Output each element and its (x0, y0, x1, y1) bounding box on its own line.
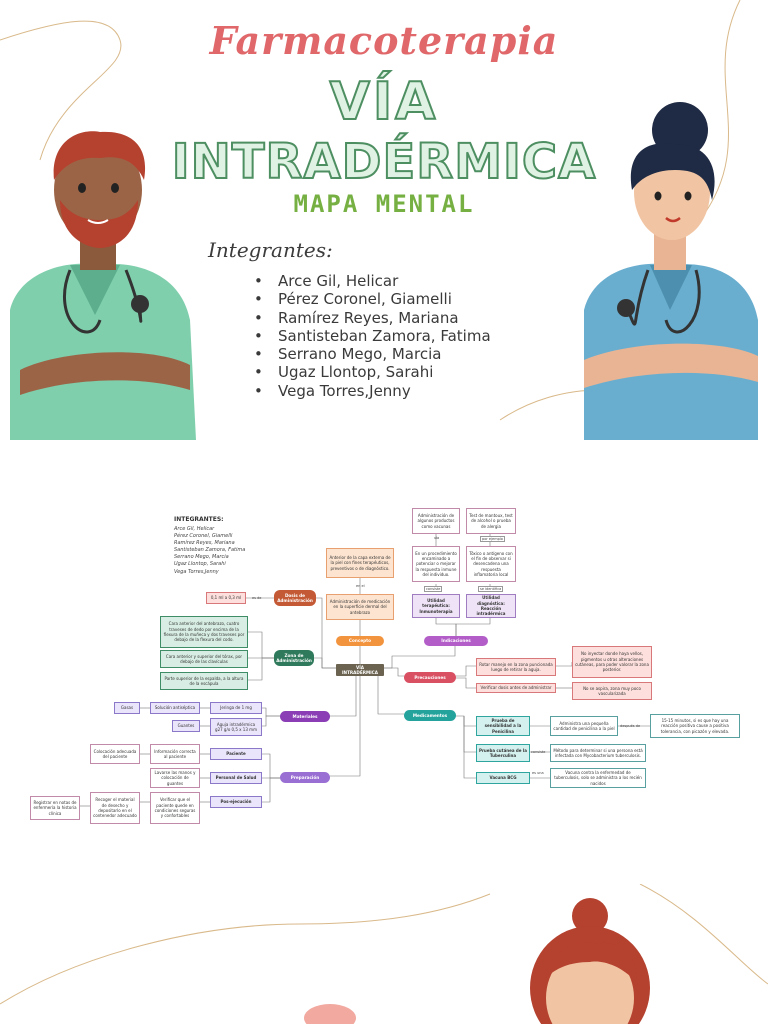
integrantes-list: Arce Gil, Helicar Pérez Coronel, Giamell… (174, 526, 245, 576)
medicamento-2-detalle: Método para determinar si una persona es… (550, 744, 646, 762)
integrante-item: Ugaz Llontop, Sarahi (174, 561, 226, 568)
subtitle: MAPA MENTAL (293, 190, 475, 218)
members-list: Arce Gil, Helicar Pérez Coronel, Giamell… (254, 272, 491, 400)
precaucion-1-detalle: No inyectar donde haya vellos, pigmentos… (572, 646, 652, 678)
decorative-lines (0, 884, 768, 1005)
next-page-preview (0, 884, 768, 1024)
precaucion-1: Rotar manejo en la zona puncionada luego… (476, 658, 556, 676)
member-item: Santisteban Zamora, Fatima (254, 327, 491, 345)
prep-paciente: Paciente (210, 748, 262, 760)
dosis-connector: es de (252, 596, 262, 600)
medicamento-1-connector: después de (620, 724, 641, 728)
preparacion-node: Preparación (280, 772, 330, 783)
material-jeringa: Jeringa de 1 mg (210, 702, 262, 714)
members-heading: Integrantes: (208, 238, 333, 262)
prep-recoger: Recoger el material de desecho y deposit… (90, 792, 140, 824)
member-item: Pérez Coronel, Giamelli (254, 290, 491, 308)
prep-personal: Personal de Salud (210, 772, 262, 784)
integrante-item: Santisteban Zamora, Fatima (174, 547, 246, 554)
center-node: VÍA INTRADÉRMICA (336, 664, 384, 676)
material-solucion: Solución antiséptica (150, 702, 200, 714)
medicamento-3-connector: es una (532, 771, 544, 775)
member-item: Ramírez Reyes, Mariana (254, 309, 491, 327)
member-item: Vega Torres,Jenny (254, 382, 491, 400)
diagnostica-text: Tóxico o antígeno con el fin de observar… (466, 546, 516, 582)
prep-lavarse: Lavarse las manos y colocación de guante… (150, 768, 200, 788)
dosis-node: Dosis de Administración (274, 590, 316, 606)
member-item: Serrano Mego, Marcia (254, 345, 491, 363)
concepto-upper: Anterior de la capa externa de la piel c… (326, 548, 394, 578)
connector-se-identifica: se identifica (478, 586, 504, 592)
nurse-illustration-partial (530, 898, 650, 1024)
concepto-text: Administración de medicación en la super… (326, 594, 394, 620)
member-item: Arce Gil, Helicar (254, 272, 491, 290)
male-nurse-illustration (10, 131, 196, 440)
precauciones-node: Precauciones (404, 672, 456, 683)
connector-via: vía (434, 536, 440, 540)
concepto-node: Concepto (336, 636, 384, 646)
material-aguja: Aguja intradérmica g27 g/o 0,5 x 13 mm (210, 718, 262, 736)
mediante-text: Administración de algunos productos como… (412, 508, 460, 534)
cover-page: Farmacoterapia VÍA INTRADÉRMICA MAPA MEN… (0, 0, 768, 440)
medicamento-2-connector: consiste (531, 750, 546, 754)
medicamento-2: Prueba cutánea de la Tuberculina (476, 744, 530, 762)
medicamentos-node: Medicamentos (404, 710, 456, 721)
title-line-1: VÍA (329, 71, 439, 133)
integrante-item: Pérez Coronel, Giamelli (174, 533, 233, 540)
medicamento-3: Vacuna BCG (476, 772, 530, 784)
mind-map-connectors (80, 534, 650, 807)
zona-node: Zona de Administración (274, 650, 314, 666)
medicamento-3-detalle: Vacuna contra la enfermedad de tuberculo… (550, 768, 646, 788)
prep-colocacion: Colocación adecuada del paciente (90, 744, 140, 764)
prep-postejecucion: Pos-ejecución (210, 796, 262, 808)
subject-title: Farmacoterapia (209, 18, 559, 63)
zona-item-2: Cara anterior y superior del tórax, por … (160, 650, 248, 668)
prep-verificar: Verificar que el paciente quede en condi… (150, 792, 200, 824)
prep-registro: Registrar en notas de enfermería la hist… (30, 796, 80, 820)
dosis-value: 0,1 ml a 0,3 ml (206, 592, 246, 604)
material-gasas: Gasas (114, 702, 140, 714)
integrante-item: Ramírez Reyes, Mariana (174, 540, 235, 547)
precaucion-2-detalle: No se aspira, zona muy poco vascularizad… (572, 682, 652, 700)
test-text: Test de mantoux, test de alcohol o prueb… (466, 508, 516, 534)
integrantes-title: INTEGRANTES: (174, 516, 224, 523)
medicamento-1-extra: 15-15 minutos, si es que hay una reacció… (650, 714, 740, 738)
indicaciones-node: Indicaciones (424, 636, 488, 646)
hand-illustration-partial (304, 1004, 356, 1024)
materiales-node: Materiales (280, 711, 330, 722)
utilidad-diagnostica: Utilidad diagnóstica: Reacción intradérm… (466, 594, 516, 618)
integrante-item: Serrano Mego, Marcia (174, 554, 229, 561)
integrante-item: Arce Gil, Helicar (174, 526, 215, 532)
medicamento-1: Prueba de sensibilidad a la Penicilina (476, 716, 530, 736)
material-guantes: Guantes (172, 720, 200, 732)
utilidad-terapeutica: Utilidad terapéutica: Inmunoterapia (412, 594, 460, 618)
title-line-2: INTRADÉRMICA (171, 133, 597, 191)
prep-info: Información correcta al paciente (150, 744, 200, 764)
integrante-item: Vega Torres,Jenny (174, 568, 219, 575)
concepto-connector: en el (356, 584, 365, 588)
zona-item-3: Parte superior de la espalda, a la altur… (160, 672, 248, 690)
terapeutica-text: En un procedimiento encaminado a potenci… (412, 546, 460, 582)
medicamento-1-detalle: Administra una pequeña cantidad de penic… (550, 716, 618, 736)
female-nurse-illustration (584, 102, 758, 440)
connector-consiste: consiste (424, 586, 443, 592)
precaucion-2: Verificar dosis antes de administrar (476, 683, 556, 693)
zona-item-1: Cara anterior del antebrazo, cuatro trav… (160, 616, 248, 648)
connector-por-ejemplo: por ejemplo (480, 536, 505, 542)
member-item: Ugaz Llontop, Sarahi (254, 363, 491, 381)
